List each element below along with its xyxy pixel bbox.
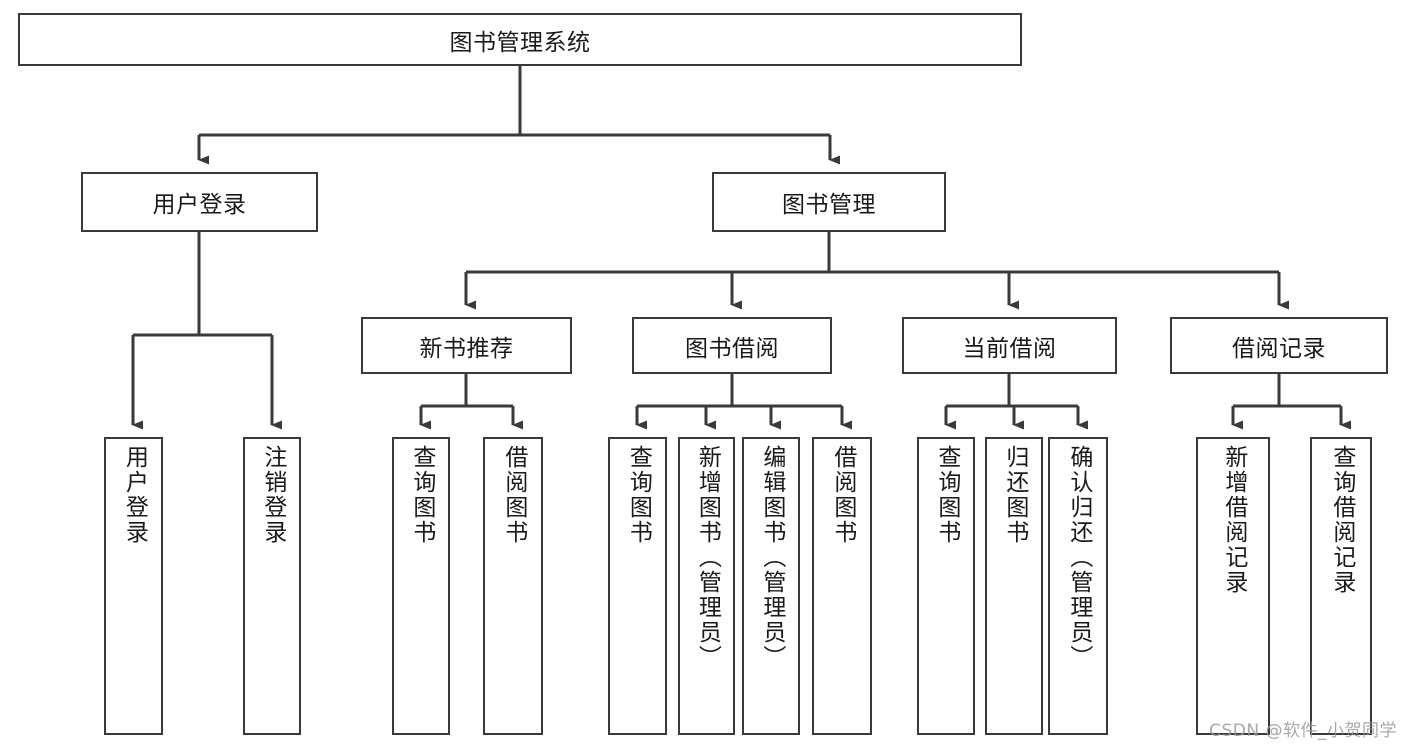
node-leaf-borrow-book-1-label: 借阅图书 bbox=[500, 445, 527, 545]
node-leaf-add-book[interactable]: 新增图书（管理员） bbox=[678, 437, 735, 735]
node-book-borrow-label: 图书借阅 bbox=[685, 335, 779, 362]
node-borrow-record[interactable]: 借阅记录 bbox=[1170, 317, 1388, 374]
node-leaf-user-login[interactable]: 用户登录 bbox=[104, 437, 163, 735]
node-leaf-query-book-3-label: 查询图书 bbox=[933, 445, 960, 545]
node-leaf-query-record-label: 查询借阅记录 bbox=[1328, 445, 1355, 595]
node-leaf-edit-book[interactable]: 编辑图书（管理员） bbox=[742, 437, 800, 735]
node-leaf-return-book-label: 归还图书 bbox=[1001, 445, 1028, 545]
node-leaf-user-login-label: 用户登录 bbox=[121, 445, 148, 545]
node-root-label: 图书管理系统 bbox=[449, 29, 591, 56]
node-leaf-borrow-book-2[interactable]: 借阅图书 bbox=[812, 437, 872, 735]
node-borrow-record-label: 借阅记录 bbox=[1232, 335, 1326, 362]
node-leaf-user-logout-label: 注销登录 bbox=[259, 445, 286, 545]
node-root[interactable]: 图书管理系统 bbox=[18, 13, 1022, 66]
node-leaf-add-record[interactable]: 新增借阅记录 bbox=[1196, 437, 1270, 735]
node-leaf-query-record[interactable]: 查询借阅记录 bbox=[1310, 437, 1372, 735]
node-user-login[interactable]: 用户登录 bbox=[81, 172, 318, 232]
node-new-book-recommend-label: 新书推荐 bbox=[419, 335, 514, 362]
node-new-book-recommend[interactable]: 新书推荐 bbox=[361, 317, 572, 374]
node-leaf-user-logout[interactable]: 注销登录 bbox=[243, 437, 301, 735]
node-current-borrow-label: 当前借阅 bbox=[962, 335, 1057, 362]
node-leaf-confirm-return-label: 确认归还（管理员） bbox=[1065, 445, 1092, 670]
node-leaf-borrow-book-1[interactable]: 借阅图书 bbox=[483, 437, 543, 735]
node-book-manage[interactable]: 图书管理 bbox=[712, 172, 946, 232]
node-leaf-query-book-2-label: 查询图书 bbox=[625, 445, 652, 545]
node-leaf-edit-book-label: 编辑图书（管理员） bbox=[758, 445, 785, 670]
node-leaf-add-book-label: 新增图书（管理员） bbox=[694, 445, 721, 670]
node-book-manage-label: 图书管理 bbox=[782, 192, 876, 218]
node-leaf-query-book-1-label: 查询图书 bbox=[408, 445, 435, 545]
node-leaf-borrow-book-2-label: 借阅图书 bbox=[829, 445, 856, 545]
node-book-borrow[interactable]: 图书借阅 bbox=[632, 317, 832, 374]
node-leaf-query-book-3[interactable]: 查询图书 bbox=[917, 437, 975, 735]
node-user-login-label: 用户登录 bbox=[152, 192, 247, 218]
node-leaf-query-book-1[interactable]: 查询图书 bbox=[392, 437, 450, 735]
node-leaf-add-record-label: 新增借阅记录 bbox=[1220, 445, 1247, 595]
node-leaf-confirm-return[interactable]: 确认归还（管理员） bbox=[1048, 437, 1108, 735]
node-leaf-query-book-2[interactable]: 查询图书 bbox=[608, 437, 667, 735]
node-current-borrow[interactable]: 当前借阅 bbox=[902, 317, 1117, 374]
node-leaf-return-book[interactable]: 归还图书 bbox=[985, 437, 1043, 735]
csdn-watermark: CSDN @软件_小贺同学 bbox=[1209, 721, 1397, 741]
